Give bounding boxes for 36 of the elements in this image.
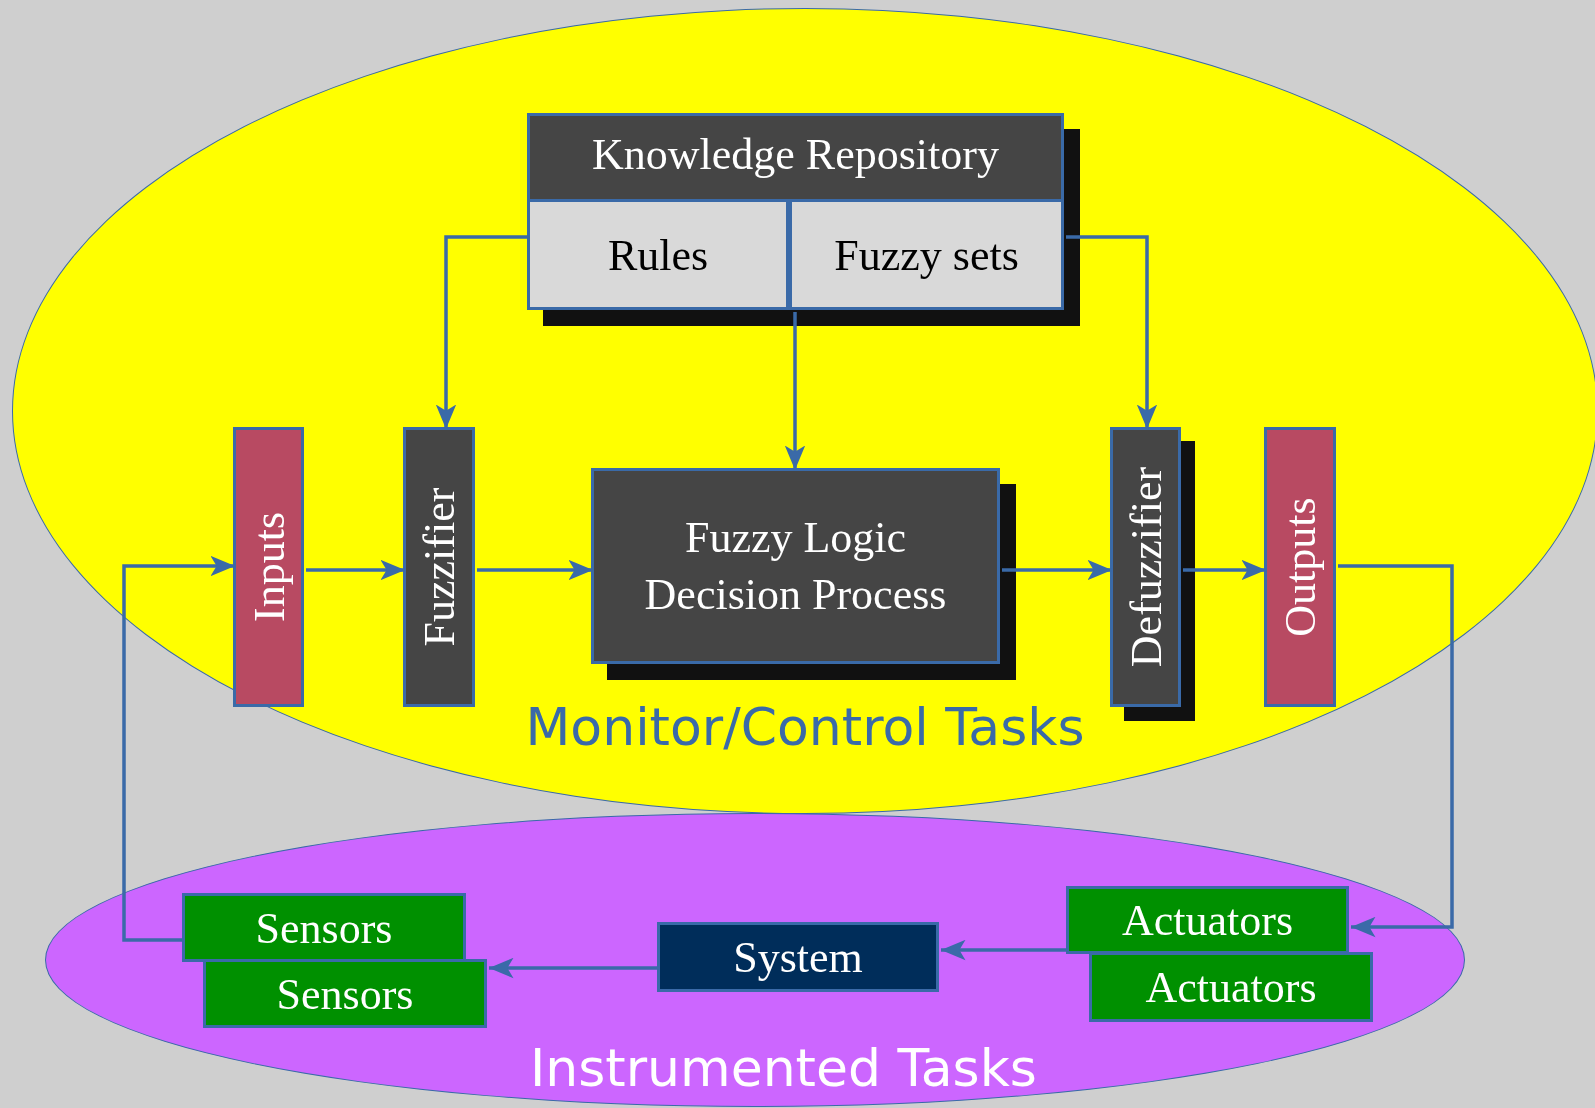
node-label: Monitor/Control Tasks	[525, 697, 1085, 757]
arrow	[784, 312, 806, 470]
node-label: Fuzzy sets	[834, 229, 1019, 280]
node-label: Actuators	[1121, 894, 1294, 946]
table-cell	[527, 199, 789, 310]
table-cell	[789, 199, 1064, 310]
node-label: Actuators	[1145, 961, 1317, 1013]
node-label: Instrumented Tasks	[529, 1038, 1037, 1098]
device-box	[1089, 952, 1373, 1022]
node-label: Fuzzy Logic Decision Process	[643, 511, 948, 621]
node-label: Defuzzifier	[1120, 466, 1171, 668]
arrow	[1002, 559, 1112, 581]
arrow	[122, 555, 235, 942]
process-box	[403, 427, 475, 707]
node-label: Outputs	[1274, 497, 1326, 637]
system-box	[657, 922, 939, 992]
arrow	[306, 559, 405, 581]
arrow	[1066, 235, 1158, 429]
node-label: Sensors	[276, 968, 414, 1019]
arrow	[1183, 559, 1266, 581]
device-box	[1066, 886, 1349, 954]
node-label: Inputs	[243, 512, 294, 622]
arrow	[489, 957, 659, 979]
arrow	[1338, 564, 1454, 938]
node-label: Knowledge Repository	[592, 129, 999, 180]
node-label: Sensors	[255, 902, 393, 953]
node-label: Rules	[607, 229, 709, 280]
io-box	[233, 427, 304, 707]
device-box	[182, 893, 466, 962]
device-box	[203, 959, 487, 1028]
io-box	[1264, 427, 1336, 707]
arrow	[435, 235, 529, 429]
arrow	[477, 559, 593, 581]
node-label: System	[733, 931, 863, 983]
arrow	[941, 939, 1068, 961]
node-label: Fuzzifier	[413, 487, 465, 647]
